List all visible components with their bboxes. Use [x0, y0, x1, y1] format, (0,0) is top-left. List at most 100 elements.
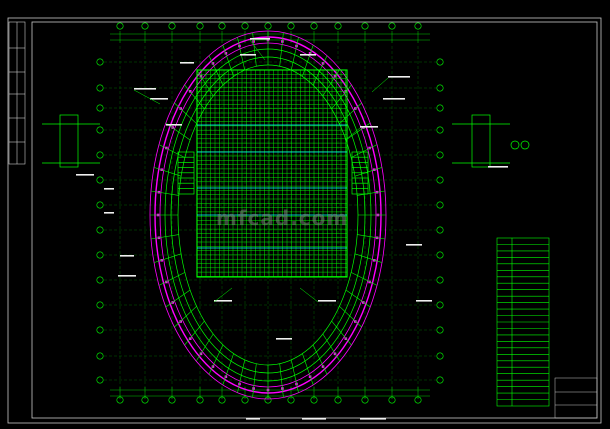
rib — [302, 44, 314, 77]
axis-bubble-top — [310, 22, 318, 30]
axis-bubble-left — [96, 104, 104, 112]
rib — [208, 344, 224, 375]
detail-callout — [520, 140, 530, 150]
sheet-outer-border — [7, 17, 602, 424]
rib — [354, 167, 383, 177]
rib — [339, 306, 362, 328]
axis-bubble-left — [96, 326, 104, 334]
dimension-lines — [110, 31, 430, 399]
rib — [279, 32, 284, 67]
annotation-text — [166, 124, 182, 126]
annotation-text — [246, 418, 260, 420]
axis-bubble-top — [264, 22, 272, 30]
annotation-text — [383, 98, 405, 100]
rib — [153, 253, 182, 263]
axis-bubble-right — [436, 301, 444, 309]
detail-callout — [510, 140, 520, 150]
axis-bubble-left — [96, 58, 104, 66]
annotation-text — [302, 418, 326, 420]
annotation-text — [76, 174, 94, 176]
axis-bubble-right — [436, 176, 444, 184]
rib — [237, 37, 245, 71]
annotation-text — [150, 98, 168, 100]
binding-strip — [8, 21, 26, 165]
axis-bubble-left — [96, 301, 104, 309]
rib — [357, 234, 386, 240]
axis-bubble-right — [436, 84, 444, 92]
axis-bubble-right — [436, 326, 444, 334]
rib — [174, 102, 197, 124]
leader-lines — [133, 39, 389, 303]
central-grid — [196, 69, 348, 278]
axis-bubble-right — [436, 352, 444, 360]
axis-bubble-top — [287, 22, 295, 30]
annotation-text — [360, 418, 386, 420]
leader-line — [213, 287, 233, 303]
rib — [195, 333, 214, 362]
leader-line — [133, 89, 161, 105]
axis-bubble-right — [436, 58, 444, 66]
axis-bubble-left — [96, 84, 104, 92]
rib — [322, 333, 341, 362]
rib — [291, 37, 299, 71]
annotation-text — [104, 188, 114, 190]
stair-cores — [177, 151, 369, 195]
annotations — [76, 38, 508, 420]
axis-bubble-right — [436, 151, 444, 159]
title-block — [554, 377, 598, 419]
rib — [184, 320, 205, 346]
annotation-text — [300, 54, 316, 56]
rib — [150, 190, 179, 196]
radial-ribs — [150, 31, 386, 399]
rib — [165, 122, 191, 141]
rib — [158, 272, 186, 286]
axis-bubble-left — [96, 276, 104, 284]
annotation-text — [360, 126, 378, 128]
axis-bubble-top — [388, 22, 396, 30]
axis-bubble-top — [196, 22, 204, 30]
rib — [331, 84, 352, 110]
rib — [345, 122, 371, 141]
axis-bubble-top — [241, 22, 249, 30]
rib — [222, 44, 234, 77]
annotation-text — [240, 54, 256, 56]
rib — [350, 144, 378, 158]
axis-bubble-left — [96, 251, 104, 259]
axis-bubble-left — [96, 226, 104, 234]
annotation-text — [318, 300, 336, 302]
rib — [150, 234, 179, 240]
annotation-text — [118, 275, 136, 277]
annotation-text — [180, 62, 194, 64]
annotation-text — [120, 255, 134, 257]
ring-column — [321, 365, 325, 368]
annotation-text — [416, 300, 432, 302]
axis-bubble-right — [436, 276, 444, 284]
rib — [357, 190, 386, 196]
axis-bubble-right — [436, 376, 444, 384]
rib — [165, 289, 191, 308]
side-sections — [42, 114, 530, 168]
rib — [153, 167, 182, 177]
rib — [158, 144, 186, 158]
rib — [291, 359, 299, 393]
axis-bubble-left — [96, 151, 104, 159]
ring-column — [211, 62, 215, 65]
axis-bubble-left — [96, 126, 104, 134]
axis-bubble-left — [96, 352, 104, 360]
axis-bubbles — [96, 22, 444, 404]
rib — [252, 363, 257, 398]
leader-line — [344, 127, 361, 141]
rib — [222, 353, 234, 386]
rib — [279, 363, 284, 398]
side-section-left — [59, 114, 79, 168]
axis-bubble-top — [414, 22, 422, 30]
axis-bubble-top — [361, 22, 369, 30]
axis-bubble-right — [436, 201, 444, 209]
annotation-text — [488, 166, 508, 168]
leader-line — [371, 77, 389, 93]
axis-bubble-left — [96, 376, 104, 384]
rib — [331, 320, 352, 346]
axis-bubble-left — [96, 201, 104, 209]
